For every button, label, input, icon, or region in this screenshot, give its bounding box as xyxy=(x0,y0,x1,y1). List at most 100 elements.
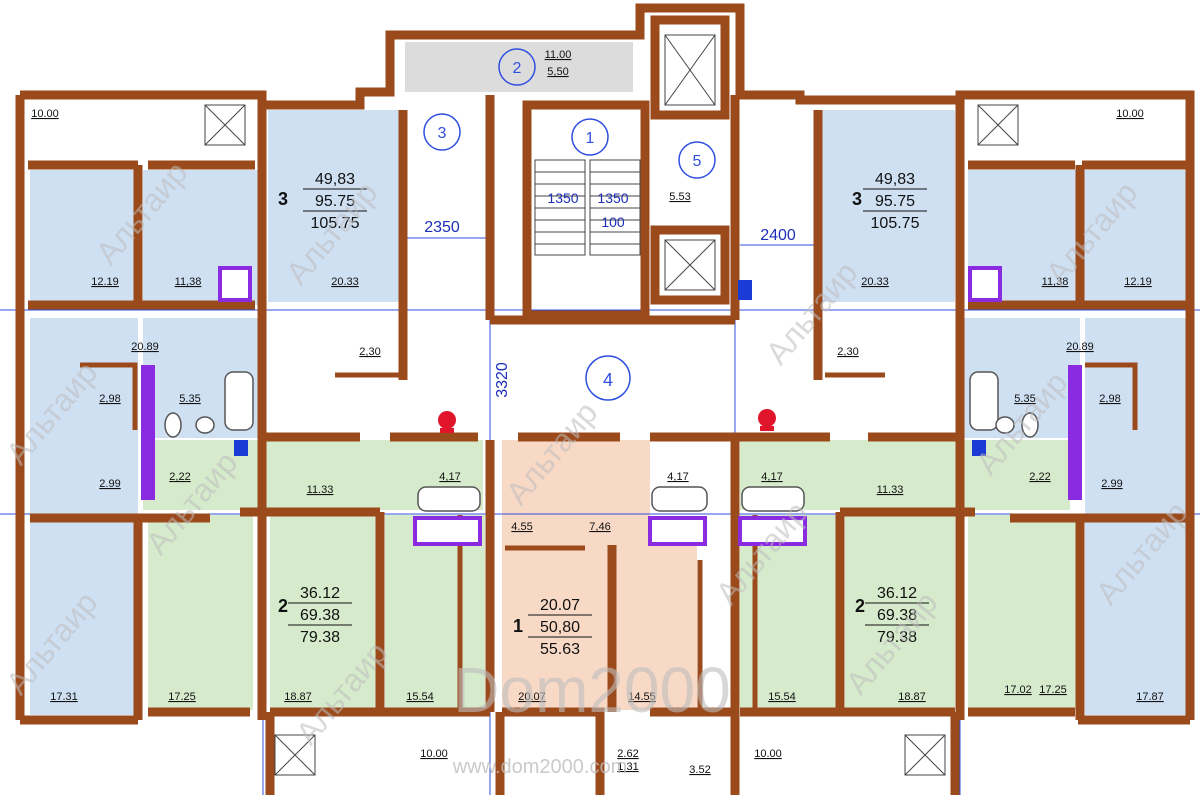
apartment-rooms-count: 3 xyxy=(278,189,288,209)
room-area-label: 20.07 xyxy=(518,691,546,703)
zone-marker-2 xyxy=(498,48,536,86)
room-left-lower xyxy=(30,520,135,715)
elevator-icon xyxy=(664,239,716,291)
room-area-label: 10.00 xyxy=(754,748,782,760)
elevator-icon xyxy=(664,34,716,106)
room-area-label: 18.87 xyxy=(898,691,926,703)
apartment-total-area: 95.75 xyxy=(875,193,915,210)
bathtub-icon xyxy=(224,371,254,431)
apartment-total-area: 50,80 xyxy=(540,619,580,636)
room-area-label: 10.00 xyxy=(420,748,448,760)
stair-gap-label: 100 xyxy=(601,214,625,230)
room-area-label: 20.89 xyxy=(131,341,159,353)
apartment-rooms-count: 2 xyxy=(855,596,865,616)
room-area-label: 7,46 xyxy=(589,521,610,533)
zone-markers xyxy=(423,48,716,401)
apartment-rooms-count: 3 xyxy=(852,189,862,209)
riser-icon xyxy=(141,365,155,500)
apartment-living-area: 36.12 xyxy=(300,585,340,602)
sink-icon xyxy=(195,416,215,434)
dimension-label: 3320 xyxy=(494,362,511,398)
room-area-label: 2,22 xyxy=(1029,471,1050,483)
room-area-label: 5.35 xyxy=(179,393,200,405)
watermark-logo-text: Dom2000 xyxy=(453,654,731,726)
room-3-right-living xyxy=(820,110,955,302)
room-area-label: 11,38 xyxy=(1042,276,1069,288)
fixtures xyxy=(141,266,1082,546)
room-area-label: 2.99 xyxy=(1101,478,1122,490)
elevators xyxy=(204,34,1019,776)
room-right-upper-2 xyxy=(1080,170,1188,305)
room-area-label: 12.19 xyxy=(91,276,119,288)
vent-shaft-icon xyxy=(274,734,316,776)
room-area-label: 20.33 xyxy=(861,276,889,288)
staircase xyxy=(534,159,641,256)
room-1-kitchen xyxy=(612,545,697,710)
room-area-label: 2,30 xyxy=(359,346,380,358)
apartment-living-area: 49,83 xyxy=(875,171,915,188)
watermark-url-text: www.dom2000.com xyxy=(452,756,628,778)
room-left-middle xyxy=(30,318,138,518)
room-2-left-a xyxy=(148,515,253,710)
room-area-label: 18.87 xyxy=(284,691,312,703)
room-area-label: 2.62 xyxy=(617,748,638,760)
room-area-label: 17.02 xyxy=(1004,684,1032,696)
bathtub-icon xyxy=(417,486,481,512)
room-area-label: 17.25 xyxy=(1039,684,1067,696)
zone-marker-number: 4 xyxy=(603,370,613,390)
apartment-total-with-balcony: 79.38 xyxy=(300,629,340,646)
room-2-right-b xyxy=(845,515,955,710)
apartment-total-area: 69.38 xyxy=(300,607,340,624)
room-fills xyxy=(30,42,1190,715)
toilet-icon xyxy=(1021,412,1039,438)
room-area-label: 15.54 xyxy=(406,691,434,703)
apartment-total-with-balcony: 79.38 xyxy=(877,629,917,646)
room-2-right-c xyxy=(968,515,1078,710)
stove-icon xyxy=(413,516,482,546)
room-area-label: 3.52 xyxy=(689,764,710,776)
apartment-total-with-balcony: 55.63 xyxy=(540,641,580,658)
zone-marker-5 xyxy=(678,141,716,179)
stove-icon xyxy=(218,266,252,302)
room-right-lower xyxy=(1085,520,1190,715)
room-area-label: 17.25 xyxy=(168,691,196,703)
room-area-label: 17.87 xyxy=(1136,691,1164,703)
apartment-rooms-count: 2 xyxy=(278,596,288,616)
room-area-label: 4,17 xyxy=(761,471,782,483)
room-area-label: 10.00 xyxy=(31,108,59,120)
room-area-label: 20.33 xyxy=(331,276,359,288)
apartment-total-with-balcony: 105.75 xyxy=(311,215,360,232)
zone-marker-3 xyxy=(423,113,461,151)
room-area-label: 5.53 xyxy=(669,191,690,203)
electric-panel-icon xyxy=(738,280,752,300)
room-area-label: 4,17 xyxy=(667,471,688,483)
fire-hydrant-icon xyxy=(438,411,456,433)
room-area-label: 2,22 xyxy=(169,471,190,483)
fire-hydrant-icon xyxy=(758,409,776,431)
room-area-label: 5,50 xyxy=(547,66,568,78)
room-area-label: 11.33 xyxy=(877,484,904,496)
stair-width-label: 1350 xyxy=(597,190,628,206)
room-area-label: 10.00 xyxy=(1116,108,1144,120)
apartment-living-area: 20.07 xyxy=(540,597,580,614)
room-area-label: 4.55 xyxy=(511,521,532,533)
electric-panel-icon xyxy=(972,440,986,456)
riser-icon xyxy=(1068,365,1082,500)
room-area-label: 4,17 xyxy=(439,471,460,483)
zone-marker-number: 2 xyxy=(513,60,522,77)
room-area-label: 17.31 xyxy=(50,691,78,703)
apartment-rooms-count: 1 xyxy=(513,616,523,636)
apartment-living-area: 36.12 xyxy=(877,585,917,602)
room-3-left-living xyxy=(268,110,403,302)
zone-marker-number: 1 xyxy=(586,130,595,147)
dimension-label: 2400 xyxy=(760,227,796,244)
sink-icon xyxy=(995,416,1015,434)
zone-marker-1 xyxy=(571,118,609,156)
vent-shaft-icon xyxy=(977,104,1019,146)
stove-icon xyxy=(738,516,807,546)
apartment-living-area: 49,83 xyxy=(315,171,355,188)
walls xyxy=(15,3,1195,795)
zone-marker-4 xyxy=(585,355,631,401)
bathtub-icon xyxy=(741,486,805,512)
